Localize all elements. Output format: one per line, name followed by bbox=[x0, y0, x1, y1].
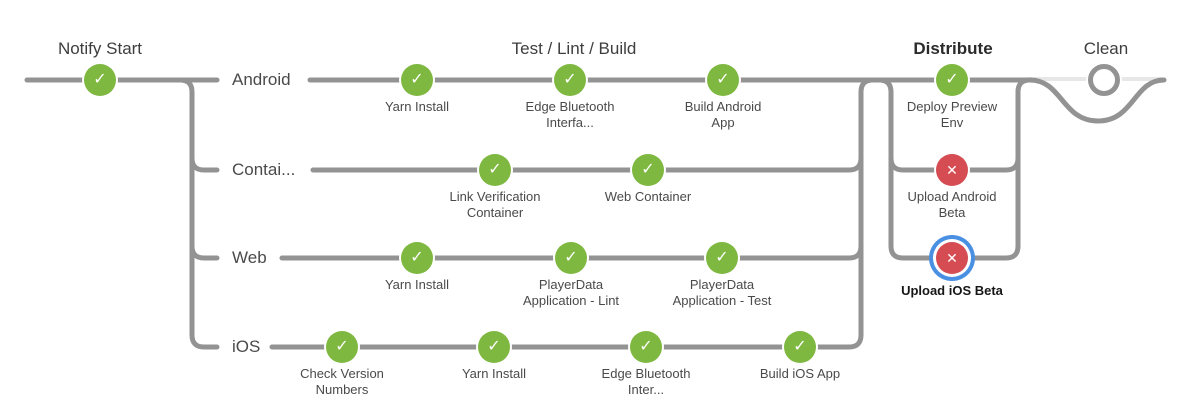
node-label: Build Android App bbox=[684, 99, 762, 130]
x-icon: ✕ bbox=[946, 250, 958, 266]
node-ios-yarn-install[interactable]: ✓ bbox=[478, 331, 510, 363]
stage-header-test-lint-build: Test / Lint / Build bbox=[511, 39, 637, 58]
node-label-selected: Upload iOS Beta bbox=[901, 283, 1003, 298]
check-icon: ✓ bbox=[488, 161, 502, 178]
node-web-yarn-install[interactable]: ✓ bbox=[401, 242, 433, 274]
check-icon: ✓ bbox=[335, 338, 349, 355]
check-icon: ✓ bbox=[716, 71, 730, 88]
node-label: Upload Android Beta bbox=[907, 189, 997, 220]
branch-label-android: Android bbox=[232, 70, 291, 89]
node-deploy-preview-env[interactable]: ✓ bbox=[936, 64, 968, 96]
check-icon: ✓ bbox=[641, 161, 655, 178]
node-android-edge-bluetooth[interactable]: ✓ bbox=[554, 64, 586, 96]
node-ios-edge-bluetooth[interactable]: ✓ bbox=[630, 331, 662, 363]
check-icon: ✓ bbox=[715, 249, 729, 266]
node-android-build-app[interactable]: ✓ bbox=[707, 64, 739, 96]
branch-label-web: Web bbox=[232, 248, 267, 267]
check-icon: ✓ bbox=[564, 249, 578, 266]
check-icon: ✓ bbox=[793, 338, 807, 355]
node-label: Deploy Preview Env bbox=[906, 99, 998, 130]
node-container-web-container[interactable]: ✓ bbox=[632, 154, 664, 186]
bypass-curve bbox=[1027, 77, 1167, 124]
node-upload-android-beta[interactable]: ✕ bbox=[936, 154, 968, 186]
node-android-yarn-install[interactable]: ✓ bbox=[401, 64, 433, 96]
node-label: Edge Bluetooth Interfa... bbox=[525, 99, 615, 130]
node-label: PlayerData Application - Lint bbox=[522, 277, 620, 308]
stage-header-clean: Clean bbox=[1083, 39, 1129, 58]
node-ios-build-app[interactable]: ✓ bbox=[784, 331, 816, 363]
node-label: Check Version Numbers bbox=[300, 366, 384, 397]
node-ios-check-version[interactable]: ✓ bbox=[326, 331, 358, 363]
node-container-link-verification[interactable]: ✓ bbox=[479, 154, 511, 186]
check-icon: ✓ bbox=[639, 338, 653, 355]
node-label: Yarn Install bbox=[384, 99, 450, 114]
node-label: Link Verification Container bbox=[449, 189, 541, 220]
branch-label-ios: iOS bbox=[232, 337, 261, 356]
node-clean-not-built bbox=[1088, 64, 1120, 96]
node-label: Edge Bluetooth Inter... bbox=[601, 366, 691, 397]
check-icon: ✓ bbox=[487, 338, 501, 355]
check-icon: ✓ bbox=[563, 71, 577, 88]
node-web-playerdata-test[interactable]: ✓ bbox=[706, 242, 738, 274]
node-label: Build iOS App bbox=[759, 366, 841, 381]
node-notify-start[interactable]: ✓ bbox=[84, 64, 116, 96]
check-icon: ✓ bbox=[945, 71, 959, 88]
x-icon: ✕ bbox=[946, 162, 958, 178]
check-icon: ✓ bbox=[93, 71, 107, 88]
node-label: Yarn Install bbox=[461, 366, 527, 381]
branch-label-container: Contai... bbox=[232, 160, 296, 179]
node-label: Yarn Install bbox=[384, 277, 450, 292]
check-icon: ✓ bbox=[410, 71, 424, 88]
node-upload-ios-beta-selected[interactable]: ✕ bbox=[936, 242, 968, 274]
node-label: PlayerData Application - Test bbox=[672, 277, 772, 308]
stage-header-notify-start: Notify Start bbox=[57, 39, 143, 58]
node-web-playerdata-lint[interactable]: ✓ bbox=[555, 242, 587, 274]
stage-header-distribute: Distribute bbox=[913, 39, 993, 58]
node-label: Web Container bbox=[604, 189, 692, 204]
check-icon: ✓ bbox=[410, 249, 424, 266]
